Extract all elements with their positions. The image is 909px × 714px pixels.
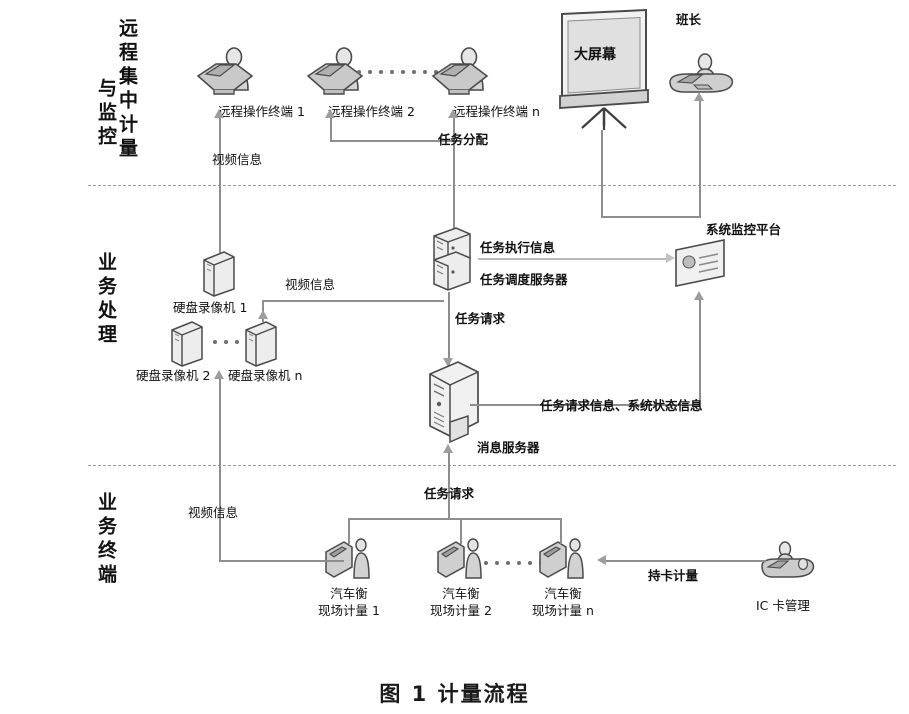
scale-2-icon <box>437 538 482 579</box>
band-title-col-right: 业务终端 <box>95 492 117 588</box>
band-separator-upper <box>88 185 896 186</box>
flow-line-task-request-scale2 <box>460 518 462 544</box>
flow-label-task-request-bottom: 任务请求 <box>424 486 475 501</box>
dvr-1-icon <box>203 251 235 297</box>
flow-arrow-video-info-bottom <box>214 370 224 379</box>
flow-line-task-request-scale1 <box>348 518 350 544</box>
team-leader-label: 班长 <box>676 12 702 27</box>
band-title-col-left: 与监控 <box>95 78 117 150</box>
big-screen-label: 大屏幕 <box>574 47 616 63</box>
flow-line-task-request-bottom-bus <box>348 518 560 520</box>
scale-1-label-line1: 汽车衡 <box>330 586 368 601</box>
flow-line-task-assign-bus <box>330 140 453 142</box>
remote-terminal-n-icon <box>431 47 489 95</box>
dvr-n-label: 硬盘录像机 n <box>228 368 303 383</box>
scale-2-label-line2: 现场计量 2 <box>430 603 492 618</box>
band-separator-lower <box>88 465 896 466</box>
flow-line-task-request-to-server <box>448 452 450 518</box>
team-leader-icon <box>669 53 734 93</box>
flow-line-task-assign-to-t2 <box>330 118 332 140</box>
scale-2-label-line1: 汽车衡 <box>442 586 480 601</box>
flow-arrow-task-request-bottom <box>443 444 453 453</box>
band-title-remote-monitoring: 远程集中计量 与监控 <box>95 18 138 162</box>
flow-arrow-card-metering <box>597 555 606 565</box>
flow-arrow-task-request-mid <box>443 358 453 367</box>
flow-line-task-assign-to-tn <box>453 118 455 140</box>
remote-terminal-n-label: 远程操作终端 n <box>453 104 540 119</box>
flow-line-video-info-bottom-up <box>219 378 221 560</box>
big-screen-icon <box>559 8 649 130</box>
message-server-label: 消息服务器 <box>477 440 540 455</box>
flow-line-team-leader-feed <box>699 100 701 218</box>
flow-arrow-task-assign-t2 <box>325 109 335 118</box>
flow-label-video-info-top: 视频信息 <box>212 152 263 167</box>
scale-n-icon <box>539 538 584 579</box>
band-title-business-terminal: 业务终端 <box>95 492 117 588</box>
flow-arrow-task-assign-tn <box>448 109 458 118</box>
flow-label-task-request-mid: 任务请求 <box>455 311 506 326</box>
remote-terminal-ellipsis <box>357 70 438 74</box>
dvr-n-icon <box>245 321 277 367</box>
task-scheduler-label: 任务调度服务器 <box>480 272 568 287</box>
flow-line-monitor-feed <box>699 300 701 408</box>
task-scheduler-icon <box>433 227 471 291</box>
dvr-2-icon <box>171 321 203 367</box>
message-server-icon <box>429 361 479 444</box>
dvr-2-label: 硬盘录像机 2 <box>136 368 211 383</box>
band-title-business-processing: 业务处理 <box>95 252 117 348</box>
remote-terminal-1-label: 远程操作终端 1 <box>218 104 305 119</box>
flow-line-big-screen-feed <box>601 130 603 216</box>
flow-line-video-info-mid <box>262 300 444 302</box>
flow-line-task-exec-info <box>478 258 668 260</box>
scale-n-label-line2: 现场计量 n <box>532 603 594 618</box>
flow-line-video-info-top <box>219 118 221 268</box>
remote-terminal-2-label: 远程操作终端 2 <box>328 104 415 119</box>
scale-1-icon <box>325 538 370 579</box>
monitor-platform-label: 系统监控平台 <box>706 222 782 237</box>
flow-arrow-monitor-feed <box>694 291 704 300</box>
flow-label-video-info-mid: 视频信息 <box>285 277 336 292</box>
flow-line-task-assign-from-scheduler <box>453 140 455 232</box>
remote-terminal-1-icon <box>196 47 254 95</box>
band-title-col-right: 远程集中计量 <box>116 18 138 162</box>
flow-label-video-info-bottom: 视频信息 <box>188 505 239 520</box>
figure-caption: 图 1 计量流程 <box>379 682 530 706</box>
flow-label-task-assign: 任务分配 <box>438 132 489 147</box>
flow-arrow-video-info-top <box>214 109 224 118</box>
scale-n-label-line1: 汽车衡 <box>544 586 582 601</box>
dvr-1-label: 硬盘录像机 1 <box>173 300 248 315</box>
flow-line-task-request-scalen <box>560 518 562 544</box>
flow-line-video-info-bottom <box>219 560 344 562</box>
flow-line-task-request-mid <box>448 292 450 366</box>
flow-label-task-request-state: 任务请求信息、系统状态信息 <box>540 398 703 413</box>
flow-arrow-task-exec-info <box>666 253 675 263</box>
scale-ellipsis <box>484 561 543 565</box>
ic-card-icon <box>761 541 815 578</box>
flow-arrow-team-leader <box>694 92 704 101</box>
flow-line-card-metering <box>606 560 766 562</box>
remote-terminal-2-icon <box>306 47 364 95</box>
monitor-platform-icon <box>675 239 725 287</box>
flow-line-big-screen-bus <box>601 216 701 218</box>
band-title-col-right: 业务处理 <box>95 252 117 348</box>
ic-card-label: IC 卡管理 <box>756 598 810 613</box>
flow-arrow-video-info-mid <box>258 310 268 319</box>
flow-label-task-exec-info: 任务执行信息 <box>480 240 556 255</box>
scale-1-label-line2: 现场计量 1 <box>318 603 380 618</box>
flow-label-card-metering: 持卡计量 <box>648 568 699 583</box>
flow-line-task-request-state <box>470 404 700 406</box>
